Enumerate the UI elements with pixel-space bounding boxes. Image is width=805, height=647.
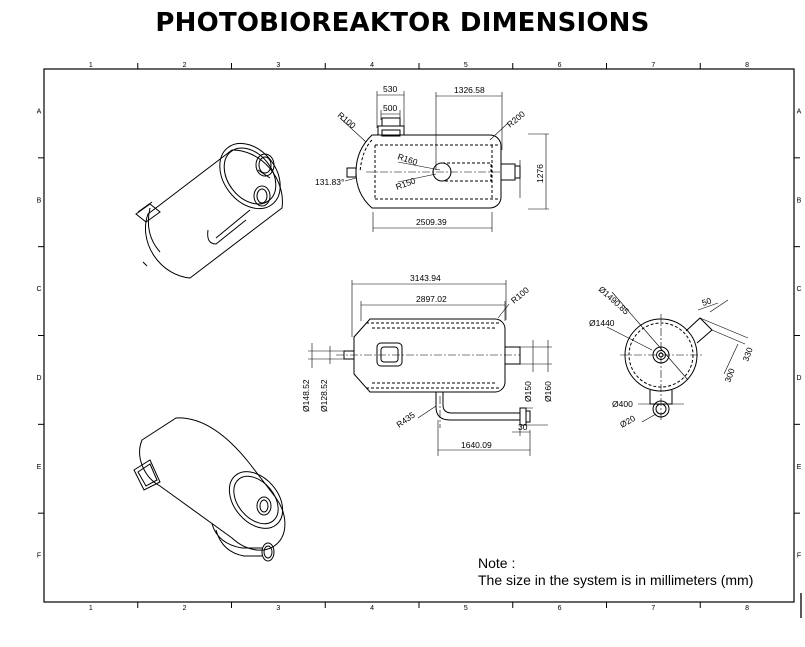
dim-r435: R435: [394, 410, 417, 430]
dim-330: 330: [740, 346, 754, 363]
dim-1640-09: 1640.09: [461, 440, 492, 450]
column-label-bottom: 4: [370, 605, 374, 612]
row-label-left: B: [37, 197, 42, 204]
dim-d128-52: Ø128.52: [319, 379, 329, 412]
row-label-right: B: [797, 197, 802, 204]
column-label-top: 5: [464, 62, 468, 69]
row-label-right: D: [796, 375, 801, 382]
column-label-top: 6: [558, 62, 562, 69]
dim-d160: Ø160: [543, 381, 553, 402]
row-label-left: F: [37, 553, 41, 560]
column-label-bottom: 7: [651, 605, 655, 612]
column-label-top: 7: [651, 62, 655, 69]
frame-ticks: [38, 63, 800, 608]
column-label-bottom: 8: [745, 605, 749, 612]
dim-50: 50: [701, 295, 713, 308]
column-label-top: 3: [276, 62, 280, 69]
note-label: Note :: [478, 555, 516, 571]
dim-500: 500: [383, 103, 397, 113]
dim-3143-94: 3143.94: [410, 273, 441, 283]
column-label-top: 8: [745, 62, 749, 69]
dim-d148-52: Ø148.52: [301, 379, 311, 412]
dim-r100-top: R100: [336, 110, 358, 131]
dim-r100-front: R100: [509, 285, 531, 306]
row-label-left: E: [37, 464, 42, 471]
column-label-bottom: 6: [558, 605, 562, 612]
row-label-left: D: [36, 375, 41, 382]
dim-2897-02: 2897.02: [416, 294, 447, 304]
dim-d400: Ø400: [612, 399, 633, 409]
dim-d1440: Ø1440: [589, 318, 615, 328]
row-label-left: A: [37, 108, 42, 115]
dimension-texts: 530 500 1326.58 R100 R200 R160 R150 131.…: [301, 84, 755, 450]
dim-d20: Ø20: [618, 413, 637, 430]
isometric-view-upper: [135, 142, 283, 279]
dim-1276: 1276: [535, 164, 545, 183]
row-label-left: C: [36, 286, 41, 293]
dim-1326-58: 1326.58: [454, 85, 485, 95]
dim-r200: R200: [505, 109, 527, 130]
column-label-top: 1: [89, 62, 93, 69]
dim-r160: R160: [396, 151, 419, 167]
page-title: PHOTOBIOREAKTOR DIMENSIONS: [155, 8, 650, 38]
dim-d150: Ø150: [523, 381, 533, 402]
dim-r150: R150: [394, 175, 417, 191]
side-view: [620, 314, 713, 420]
column-label-bottom: 2: [183, 605, 187, 612]
row-label-right: E: [797, 464, 802, 471]
row-label-right: F: [797, 553, 801, 560]
row-label-right: C: [796, 286, 801, 293]
dimension-lines: [308, 91, 749, 456]
column-label-bottom: 3: [276, 605, 280, 612]
column-label-top: 4: [370, 62, 374, 69]
dim-2509-39: 2509.39: [416, 217, 447, 227]
dim-d1490-85: Ø1490.85: [597, 284, 632, 317]
drawing-frame: [43, 68, 795, 603]
dim-131-83: 131.83°: [315, 177, 344, 187]
isometric-view-lower: [133, 417, 286, 562]
front-view: [336, 318, 531, 428]
column-label-bottom: 5: [464, 605, 468, 612]
dim-530: 530: [383, 84, 397, 94]
column-label-top: 2: [183, 62, 187, 69]
dim-30: 30: [518, 422, 528, 432]
note-text: The size in the system is in millimeters…: [478, 572, 754, 588]
column-label-bottom: 1: [89, 605, 93, 612]
top-view: [346, 117, 521, 209]
note-box: Note : The size in the system is in mill…: [478, 555, 753, 589]
dim-300: 300: [722, 367, 736, 384]
row-label-right: A: [797, 108, 802, 115]
